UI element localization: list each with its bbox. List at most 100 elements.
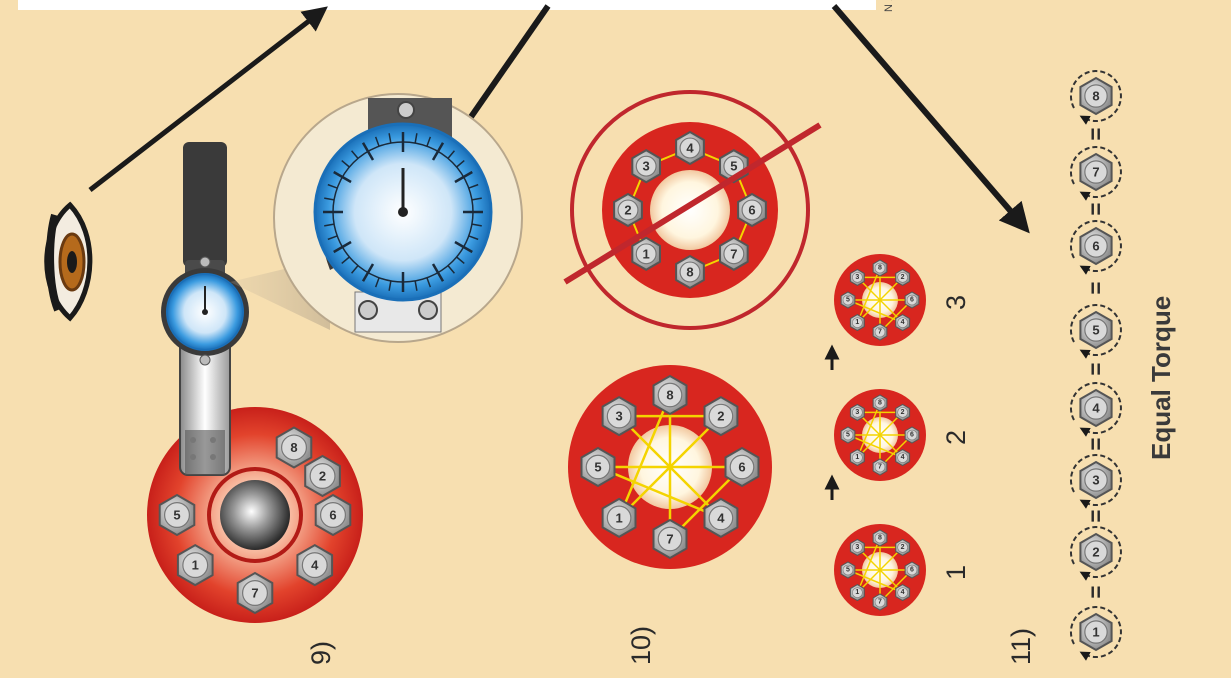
equal-sign: = (1084, 438, 1109, 451)
top-right-marks: N 1 2 3 4 5 (883, 0, 895, 12)
wrong-bolt-6-number: 6 (748, 203, 755, 218)
pointer-arrow-torque (831, 4, 1030, 234)
step-11-label: 11) (1006, 628, 1036, 665)
torque-bolt-hex-2-number: 2 (1092, 545, 1099, 560)
correct-bolt-4-number: 4 (717, 510, 725, 525)
sequence-bolt-3-1: 1 (849, 314, 865, 332)
wrench-bolt-8: 8 (275, 426, 313, 469)
wrong-bolt-3: 3 (631, 149, 661, 184)
wrench-bolt-5-number: 5 (173, 508, 180, 523)
torque-bolt-1: 1 (1069, 606, 1122, 661)
correct-bolt-4: 4 (703, 497, 739, 539)
correct-bolt-6-number: 6 (738, 460, 745, 475)
wrench-grip (183, 142, 227, 267)
torque-bolt-hex-1-number: 1 (1092, 625, 1099, 640)
step-10-label: 10) (626, 626, 656, 665)
sequence-bolt-1-4: 4 (895, 584, 911, 602)
sequence-bolt-2-7: 7 (872, 458, 888, 476)
wrench-bolt-6: 6 (314, 493, 352, 537)
sequence-bolt-2-4-number: 4 (901, 454, 905, 461)
prohibit-slash (563, 122, 822, 285)
torque-bolt-3: 3 (1069, 454, 1122, 509)
torque-bolt-hex-7: 7 (1079, 152, 1113, 192)
wrong-bolt-8: 8 (675, 254, 705, 290)
wrench-bolt-2-number: 2 (319, 469, 326, 484)
sequence-bolt-1-6-number: 6 (910, 567, 914, 574)
gauge-closeup (273, 93, 523, 343)
sequence-bolt-3-7: 7 (872, 323, 888, 341)
sequence-bolt-1-7: 7 (872, 593, 888, 611)
wrong-bolt-4: 4 (675, 130, 705, 166)
sequence-bolt-1-8-number: 8 (878, 535, 882, 542)
torque-bolt-hex-5-number: 5 (1092, 323, 1099, 338)
sequence-bolt-3-5: 5 (840, 291, 856, 309)
sequence-bolt-3-8-number: 8 (878, 265, 882, 272)
correct-bolt-1-number: 1 (615, 510, 622, 525)
top-banner (18, 0, 876, 10)
sequence-bolt-2-8: 8 (872, 394, 888, 412)
sequence-bolt-1-3-number: 3 (855, 544, 859, 551)
equal-sign: = (1084, 203, 1109, 216)
sequence-bolt-2-4: 4 (895, 449, 911, 467)
correct-bolt-7: 7 (652, 518, 688, 560)
sequence-bolt-2-1: 1 (849, 449, 865, 467)
wrench-bolt-4-number: 4 (311, 558, 319, 573)
torque-bolt-7: 7 (1069, 146, 1122, 201)
sequence-bolt-3-5-number: 5 (846, 297, 850, 304)
wrong-bolt-4-number: 4 (686, 141, 694, 156)
torque-bolt-8: 8 (1069, 70, 1122, 125)
wrong-bolt-7-number: 7 (730, 246, 737, 261)
torque-bolt-hex-4: 4 (1079, 388, 1113, 428)
torque-bolt-hex-2: 2 (1079, 532, 1113, 572)
wrench-bolt-7: 7 (236, 571, 274, 615)
sequence-bolt-3-4-number: 4 (901, 319, 905, 326)
wrench-bolt-7-number: 7 (251, 586, 258, 601)
sequence-bolt-3-1-number: 1 (855, 319, 859, 326)
sequence-bolt-3-3: 3 (849, 268, 865, 286)
wrench-bolt-4: 4 (296, 543, 334, 587)
sequence-bolt-3-6: 6 (904, 291, 920, 309)
wrong-bolt-7: 7 (719, 236, 749, 271)
torque-bolt-hex-1: 1 (1079, 612, 1113, 652)
wrench-bolt-5: 5 (158, 493, 196, 537)
wrench-bolt-2: 2 (304, 454, 341, 498)
sequence-bolt-3-7-number: 7 (878, 329, 882, 336)
pointer-arrow-eye (88, 6, 328, 192)
sequence-bolt-1-7-number: 7 (878, 599, 882, 606)
sequence-bolt-3-2-number: 2 (901, 274, 905, 281)
wrong-bolt-2-number: 2 (624, 203, 631, 218)
torque-bolt-2: 2 (1069, 526, 1122, 581)
torque-bolt-hex-5: 5 (1079, 310, 1113, 350)
sequence-bolt-2-3: 3 (849, 403, 865, 421)
sequence-bolt-1-1: 1 (849, 584, 865, 602)
wrench-bolt-6-number: 6 (329, 508, 336, 523)
sequence-bolt-2-3-number: 3 (855, 409, 859, 416)
eye-icon (44, 201, 93, 322)
wrong-bolt-3-number: 3 (643, 159, 650, 174)
sequence-bolt-1-6: 6 (904, 561, 920, 579)
equal-torque-row: 1=2=3=4=5=6=7=8 (1069, 70, 1122, 661)
sequence-bolt-1-8: 8 (872, 529, 888, 547)
sequence-bolt-2-2-number: 2 (901, 409, 905, 416)
equal-sign: = (1084, 586, 1109, 599)
sequence-bolt-3-8: 8 (872, 259, 888, 277)
wrench-bolt-8-number: 8 (290, 440, 297, 455)
sequence-bolt-1-3: 3 (849, 538, 865, 556)
sequence-bolt-2-6-number: 6 (910, 432, 914, 439)
torque-bolt-4: 4 (1069, 382, 1122, 437)
sequence-bolt-3-4: 4 (895, 314, 911, 332)
correct-bolt-3: 3 (601, 395, 637, 437)
wrench-bolt-1-number: 1 (192, 558, 199, 573)
pipe-hub (220, 480, 290, 550)
torque-bolt-hex-3: 3 (1079, 460, 1113, 500)
correct-bolt-5: 5 (580, 446, 616, 488)
sequence-bolt-3-2: 2 (895, 268, 911, 286)
torque-wrench (161, 142, 249, 476)
torque-bolt-6: 6 (1069, 220, 1122, 275)
